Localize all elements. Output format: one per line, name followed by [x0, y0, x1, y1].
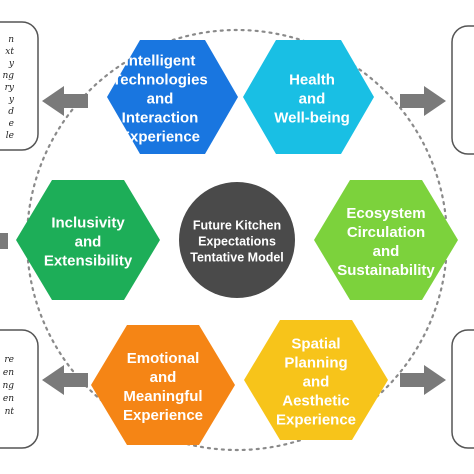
side-text-line: d	[8, 107, 14, 117]
label-line: Tentative Model	[190, 251, 284, 265]
label-line: Meaningful	[123, 388, 202, 405]
arrow-right-top	[400, 86, 446, 116]
label-line: Ecosystem	[346, 205, 425, 222]
label-line: Technologies	[112, 72, 208, 89]
label-line: and	[150, 369, 177, 386]
label-line: and	[303, 374, 330, 391]
label-line: Circulation	[347, 224, 425, 241]
side-text-line: y	[8, 59, 15, 69]
label-line: Well-being	[274, 110, 350, 127]
label-line: and	[75, 234, 102, 251]
label-line: Emotional	[127, 350, 200, 367]
arrow-left-bottom	[42, 365, 88, 395]
label-line: and	[373, 243, 400, 260]
label-line: Intelligent	[125, 53, 196, 70]
side-text-line: le	[6, 131, 14, 141]
side-text-line: en	[3, 394, 14, 404]
label-line: Experience	[276, 412, 356, 429]
side-box-bottom-left	[0, 329, 39, 449]
label-line: Experience	[123, 407, 203, 424]
side-box-bottom-right	[451, 329, 474, 449]
side-text-line: re	[4, 355, 14, 365]
side-box-top-left	[0, 21, 39, 151]
side-text-line: ry	[5, 83, 15, 93]
label-line: Experience	[120, 129, 200, 146]
arrow-left-middle	[0, 233, 8, 249]
side-text-line: y	[8, 95, 15, 105]
label-line: Aesthetic	[282, 393, 350, 410]
label-line: Spatial	[291, 336, 340, 353]
side-text-line: nt	[5, 407, 15, 417]
arrow-right-bottom	[400, 365, 446, 395]
side-text-line: en	[3, 368, 14, 378]
side-text-line: xt	[5, 47, 14, 57]
label-line: Health	[289, 72, 335, 89]
label-line: Sustainability	[337, 262, 435, 279]
side-text-line: n	[8, 35, 14, 45]
side-text-line: e	[9, 119, 14, 129]
label-line: Inclusivity	[51, 215, 125, 232]
label-line: Interaction	[122, 110, 199, 127]
side-text-line: ng	[2, 71, 14, 81]
arrow-left-top	[42, 86, 88, 116]
label-line: Planning	[284, 355, 347, 372]
side-text-line: ng	[2, 381, 14, 391]
label-line: and	[299, 91, 326, 108]
side-box-bottom-left-text: re en ng en nt	[2, 355, 14, 417]
label-line: Expectations	[198, 235, 276, 249]
label-line: Future Kitchen	[193, 219, 281, 233]
side-box-top-right	[451, 25, 474, 155]
label-line: and	[147, 91, 174, 108]
label-line: Extensibility	[44, 253, 133, 270]
